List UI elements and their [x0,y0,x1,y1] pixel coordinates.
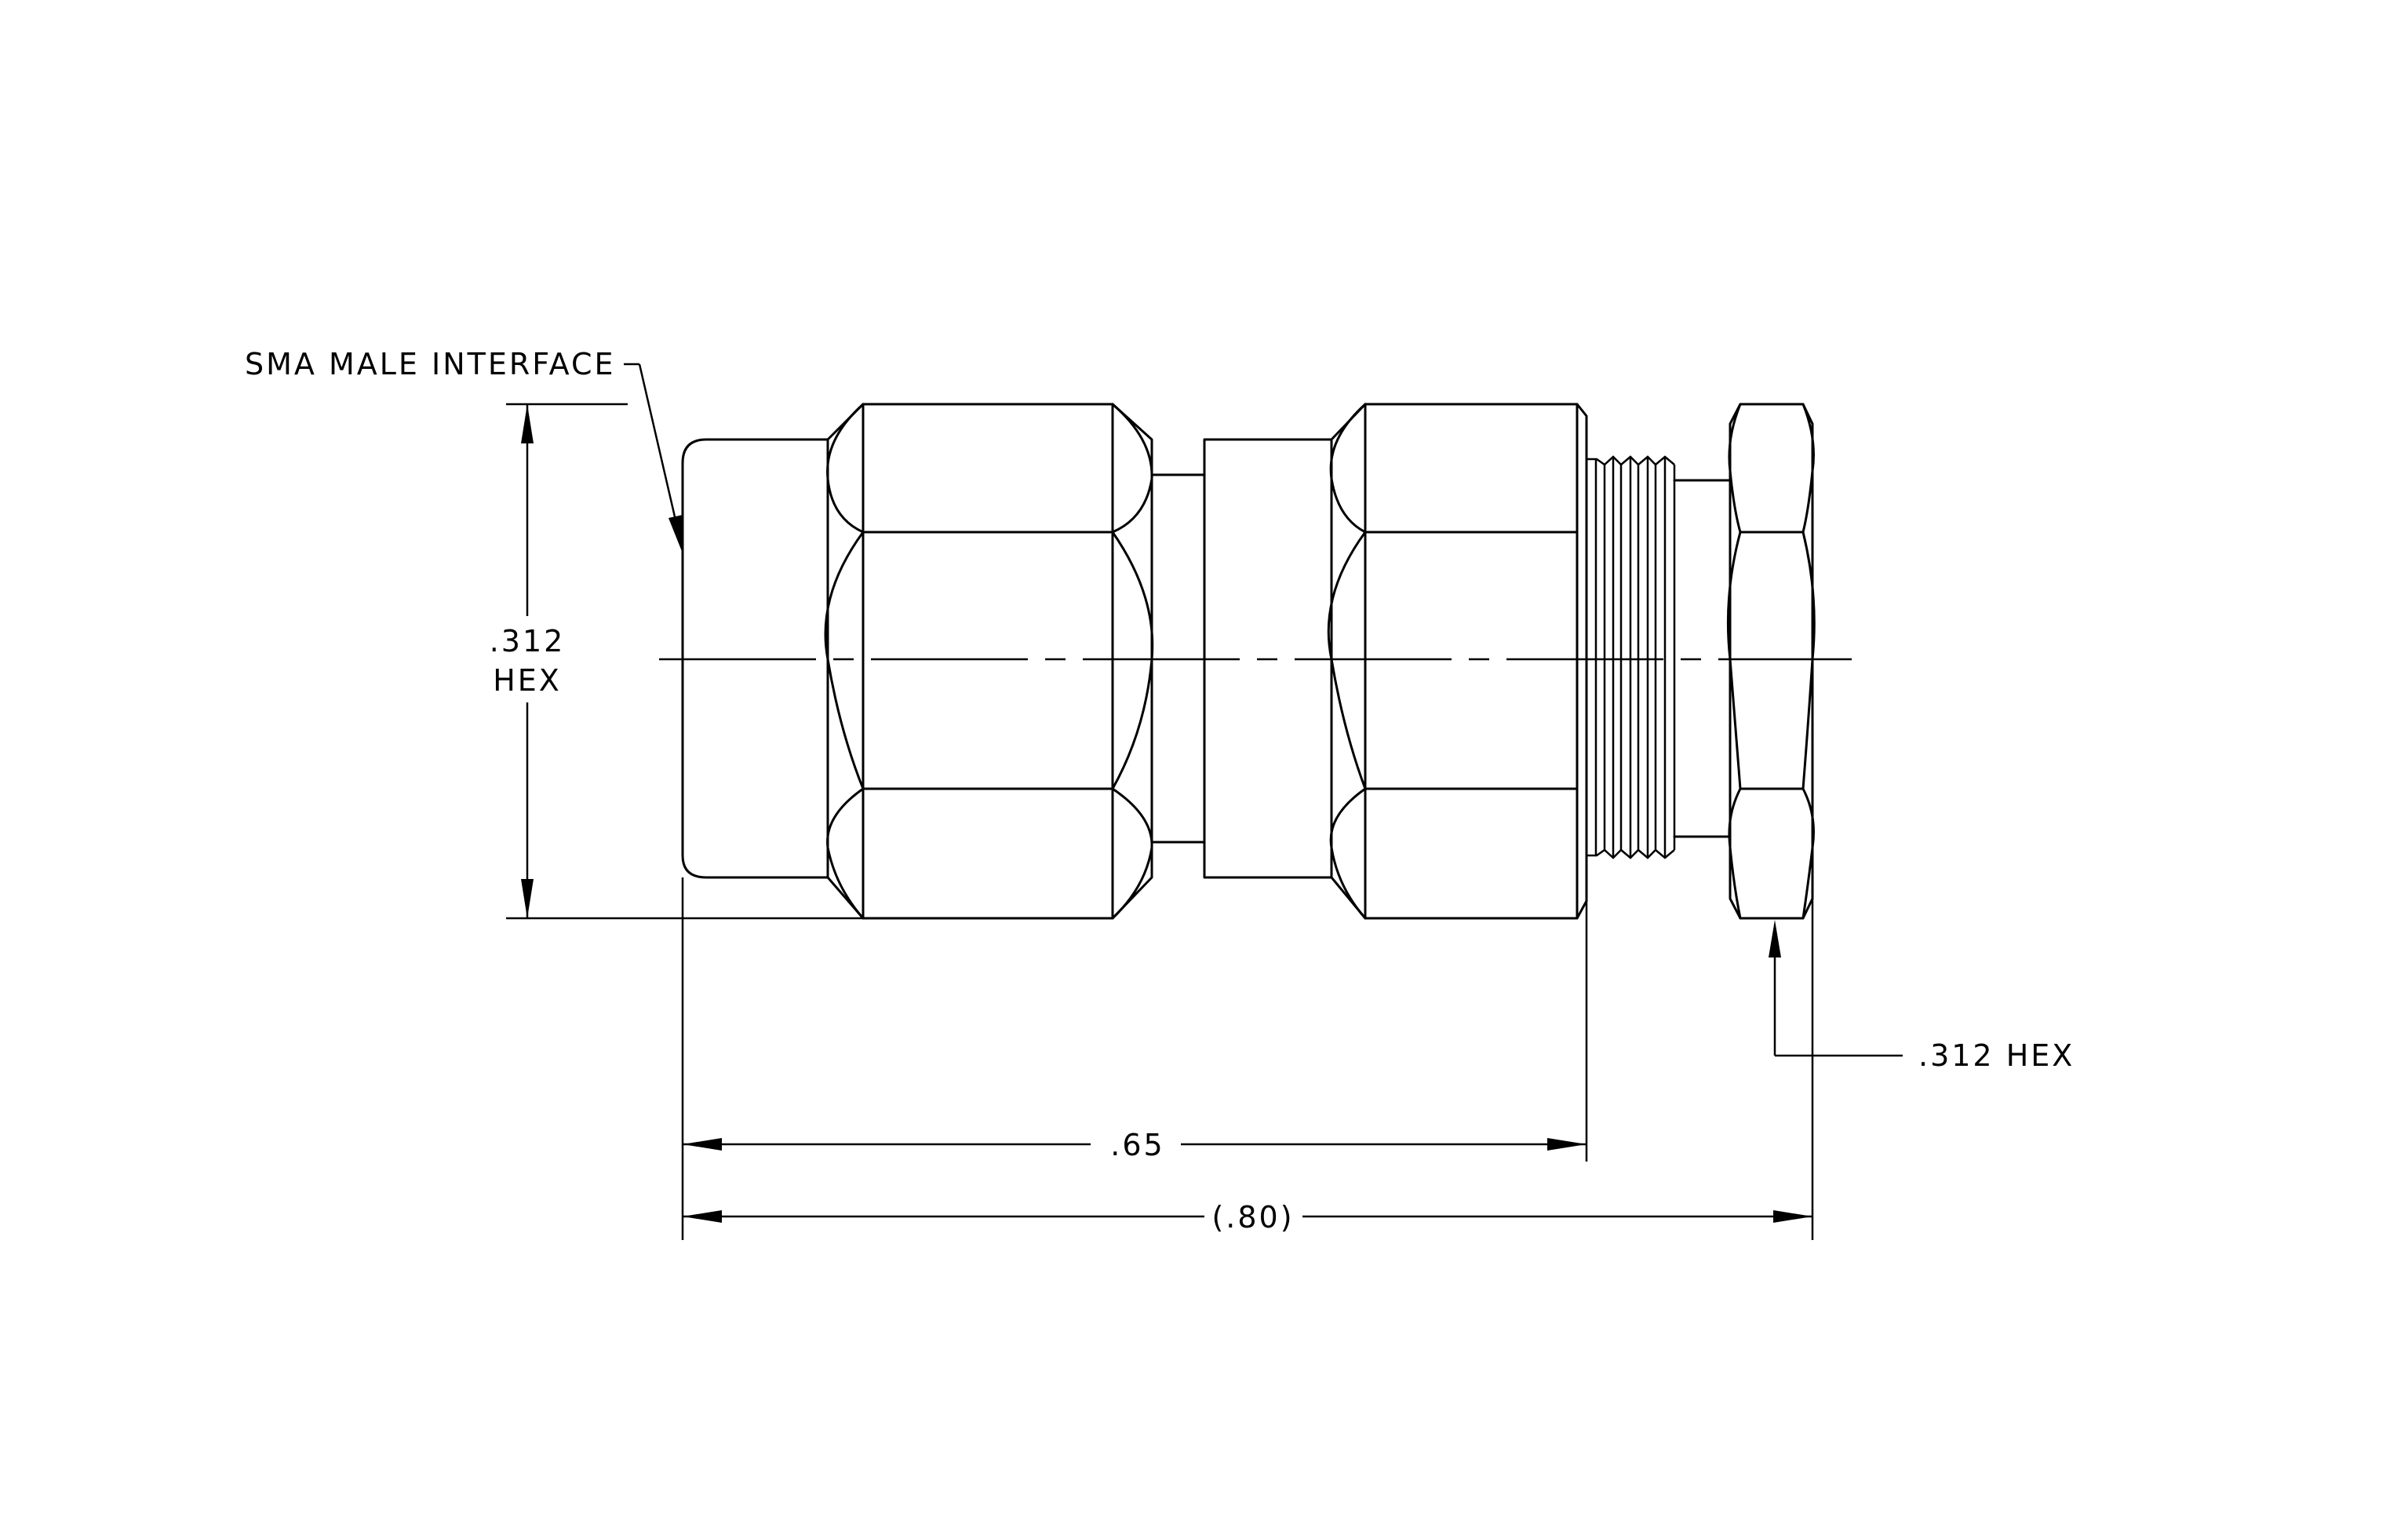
dim-body-length [683,1138,1587,1151]
right-hex-leader [1769,920,1903,1057]
dim-overall-length-value: (.80) [1211,1200,1294,1235]
body-hex [1327,403,1588,920]
interface-leader [624,363,683,553]
dim-left-hex-value: .312 [490,624,566,658]
right-hex-label: .312 HEX [1918,1038,2075,1073]
dim-body-length-value: .65 [1110,1128,1164,1162]
dim-left-hex [506,403,863,920]
neck [1150,473,1206,844]
panel-nut-hex [1726,403,1816,920]
thread-section [1587,455,1676,859]
dim-overall-length [683,1210,1812,1223]
interface-label: SMA MALE INTERFACE [245,347,616,381]
extension-lines [681,877,1814,1240]
coupling-nut-hex [824,403,1154,920]
dim-left-hex-unit: HEX [493,663,562,698]
